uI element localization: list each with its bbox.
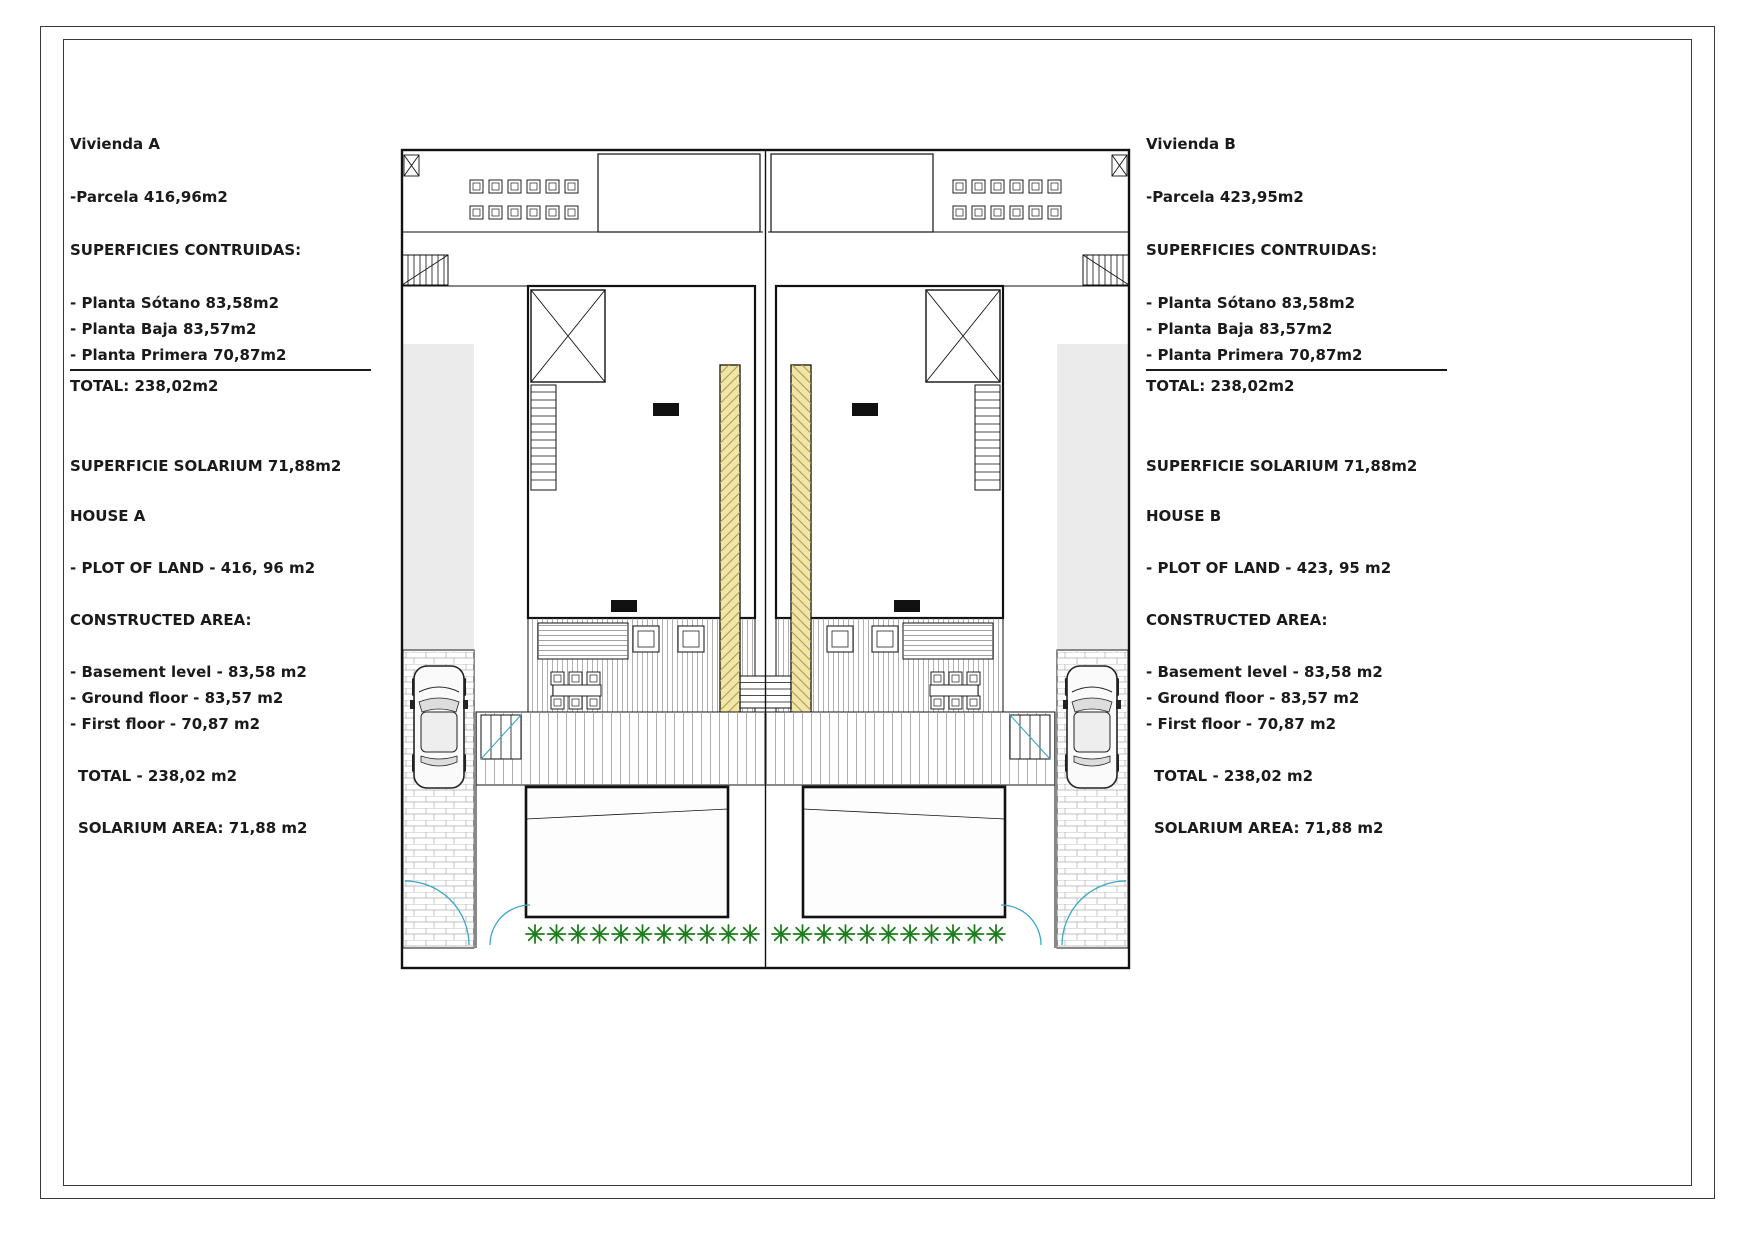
ground-floor-b: - Ground floor - 83,57 m2 [1146,689,1360,707]
superficies-heading-a: SUPERFICIES CONTRUIDAS: [70,241,302,259]
ground-floor-a: - Ground floor - 83,57 m2 [70,689,284,707]
total-es-b: TOTAL: 238,02m2 [1146,377,1295,395]
total-es-a: TOTAL: 238,02m2 [70,377,219,395]
total-en-b: TOTAL - 238,02 m2 [1154,767,1314,785]
house-b-heading: HOUSE B [1146,507,1222,525]
planta-primera-b: - Planta Primera 70,87m2 [1146,342,1447,371]
sheet-inner-frame [63,39,1692,1186]
plot-of-land-b: - PLOT OF LAND - 423, 95 m2 [1146,559,1392,577]
house-a-heading: HOUSE A [70,507,146,525]
first-floor-b: - First floor - 70,87 m2 [1146,715,1337,733]
solarium-area-b: SOLARIUM AREA: 71,88 m2 [1154,819,1384,837]
constructed-heading-b: CONSTRUCTED AREA: [1146,611,1328,629]
superficie-solarium-b: SUPERFICIE SOLARIUM 71,88m2 [1146,457,1418,475]
sheet-outer-frame [40,26,1715,1199]
planta-sotano-a: - Planta Sótano 83,58m2 [70,294,280,312]
parcela-a: -Parcela 416,96m2 [70,188,228,206]
first-floor-a: - First floor - 70,87 m2 [70,715,261,733]
house-b-info-panel: Vivienda B -Parcela 423,95m2 SUPERFICIES… [1146,131,1506,841]
superficie-solarium-a: SUPERFICIE SOLARIUM 71,88m2 [70,457,342,475]
site-plan-drawing [400,148,1132,974]
total-en-a: TOTAL - 238,02 m2 [78,767,238,785]
house-a-info-panel: Vivienda A -Parcela 416,96m2 SUPERFICIES… [70,131,410,841]
planta-primera-a: - Planta Primera 70,87m2 [70,342,371,371]
planta-baja-b: - Planta Baja 83,57m2 [1146,320,1333,338]
superficies-heading-b: SUPERFICIES CONTRUIDAS: [1146,241,1378,259]
basement-b: - Basement level - 83,58 m2 [1146,663,1383,681]
plot-of-land-a: - PLOT OF LAND - 416, 96 m2 [70,559,316,577]
site-plan [400,148,1132,974]
planta-baja-a: - Planta Baja 83,57m2 [70,320,257,338]
parcela-b: -Parcela 423,95m2 [1146,188,1304,206]
constructed-heading-a: CONSTRUCTED AREA: [70,611,252,629]
vivienda-b-title: Vivienda B [1146,135,1236,153]
vivienda-a-title: Vivienda A [70,135,160,153]
planta-sotano-b: - Planta Sótano 83,58m2 [1146,294,1356,312]
basement-a: - Basement level - 83,58 m2 [70,663,307,681]
solarium-area-a: SOLARIUM AREA: 71,88 m2 [78,819,308,837]
